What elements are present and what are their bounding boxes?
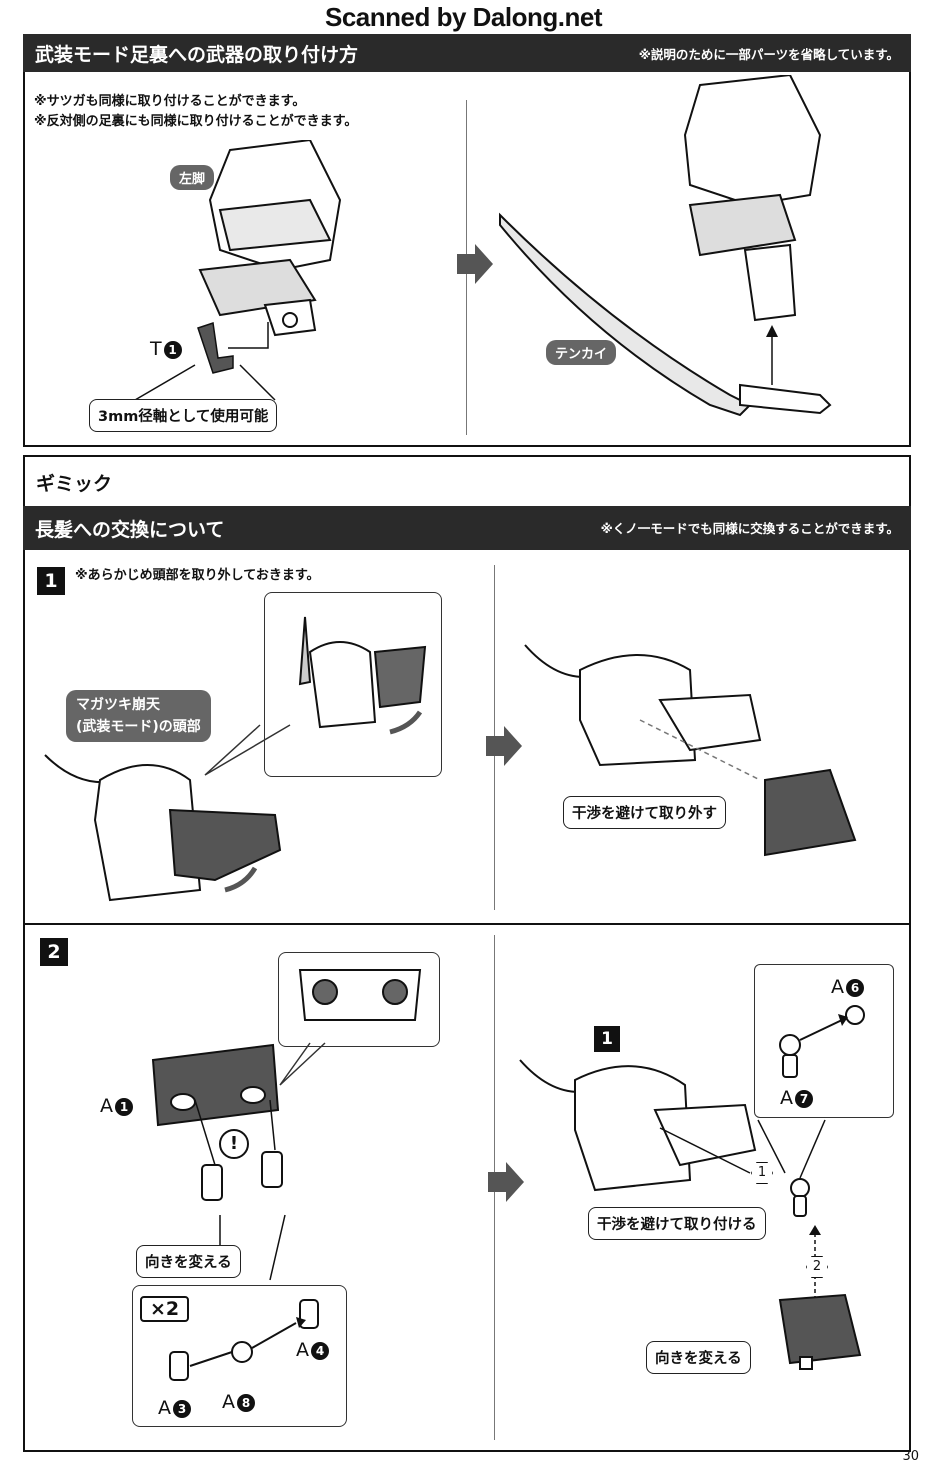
head-label-line-1: マガツキ崩天 [76,697,160,713]
head-label-line-2: (武装モード)の頭部 [76,719,201,735]
part-number-badge: 6 [846,978,864,997]
attach-callout: 干渉を避けて取り付ける [588,1207,766,1240]
parts-detail-inset [754,964,894,1118]
step-2-number: 2 [40,938,68,966]
section-note: ※説明のために一部パーツを省略しています。 [638,47,899,62]
part-letter: T [150,338,162,360]
eyes-detail-illustration [298,969,422,1021]
note-line-1: ※サツガも同様に取り付けることができます。 [34,94,306,109]
gimmick-titlebar: 長髪への交換について ※くノ一モードでも同様に交換することができます。 [23,506,911,550]
turn-callout-2: 向きを変える [646,1341,751,1374]
part-letter: A [222,1391,235,1413]
part-number-badge: 3 [173,1399,191,1418]
weapon-label: テンカイ [546,340,617,365]
step-arrow-icon [457,244,493,284]
head-label: マガツキ崩天 (武装モード)の頭部 [66,690,211,742]
gimmick-heading: ギミック [36,473,113,495]
turn-callout: 向きを変える [136,1245,241,1278]
left-leg-label: 左脚 [170,165,215,190]
section-title: 武装モード足裏への武器の取り付け方 [35,44,359,66]
remove-callout: 干渉を避けて取り外す [563,796,726,829]
part-letter: A [158,1397,171,1419]
long-hair-illustration [778,1293,862,1370]
ref-step-1-badge: 1 [594,1026,620,1052]
head-assembled-illustration [519,1059,757,1192]
step-arrow-icon [486,726,522,766]
watermark-text: Scanned by Dalong.net [325,2,603,32]
gimmick-note: ※くノ一モードでも同様に交換することができます。 [600,521,899,536]
assembly-lines [659,1119,826,1217]
gimmick-section [23,455,911,1452]
leg-with-weapon-illustration [499,75,832,417]
x2-label: ×2 [140,1296,190,1322]
head-detail-illustration [298,616,427,735]
part-number-badge: 1 [115,1097,133,1116]
part-letter: A [780,1087,793,1109]
step-1-note: ※あらかじめ頭部を取り外しておきます。 [75,568,320,583]
step-arrow-icon [488,1162,524,1202]
head-removal-illustration [524,644,857,857]
part-letter: A [100,1095,113,1117]
section-weapon-attach-titlebar: 武装モード足裏への武器の取り付け方 ※説明のために一部パーツを省略しています。 [23,34,911,72]
hair-part-illustration [151,1043,280,1127]
shaft-callout: 3mm径軸として使用可能 [89,399,278,432]
t1-part-icon [197,322,269,374]
part-number-badge: 4 [311,1341,329,1360]
order-1-badge: 1 [751,1162,773,1184]
attention-icon: ! [219,1129,249,1159]
pegs-illustration [194,1099,283,1201]
head-illustration [44,754,282,902]
gimmick-title: 長髪への交換について [35,519,225,541]
part-number-badge: 8 [237,1393,255,1412]
sub-assembly-illustration [169,1299,319,1381]
part-letter: A [296,1339,309,1361]
part-number-badge: 1 [163,340,182,359]
step-1-number: 1 [37,567,65,595]
note-line-2: ※反対側の足裏にも同様に取り付けることができます。 [34,114,358,129]
part-letter: A [831,976,844,998]
order-2-arrow [809,1225,821,1300]
page-number: 30 [902,1449,919,1464]
left-leg-illustration [198,140,342,337]
callout-pointer-lines [134,364,276,401]
step-separator [25,923,909,925]
joint-parts-illustration [779,1005,865,1078]
part-number-badge: 7 [795,1089,813,1108]
bubble-pointer [279,1042,326,1086]
order-2-badge: 2 [806,1256,828,1278]
bubble-pointer [204,724,291,776]
